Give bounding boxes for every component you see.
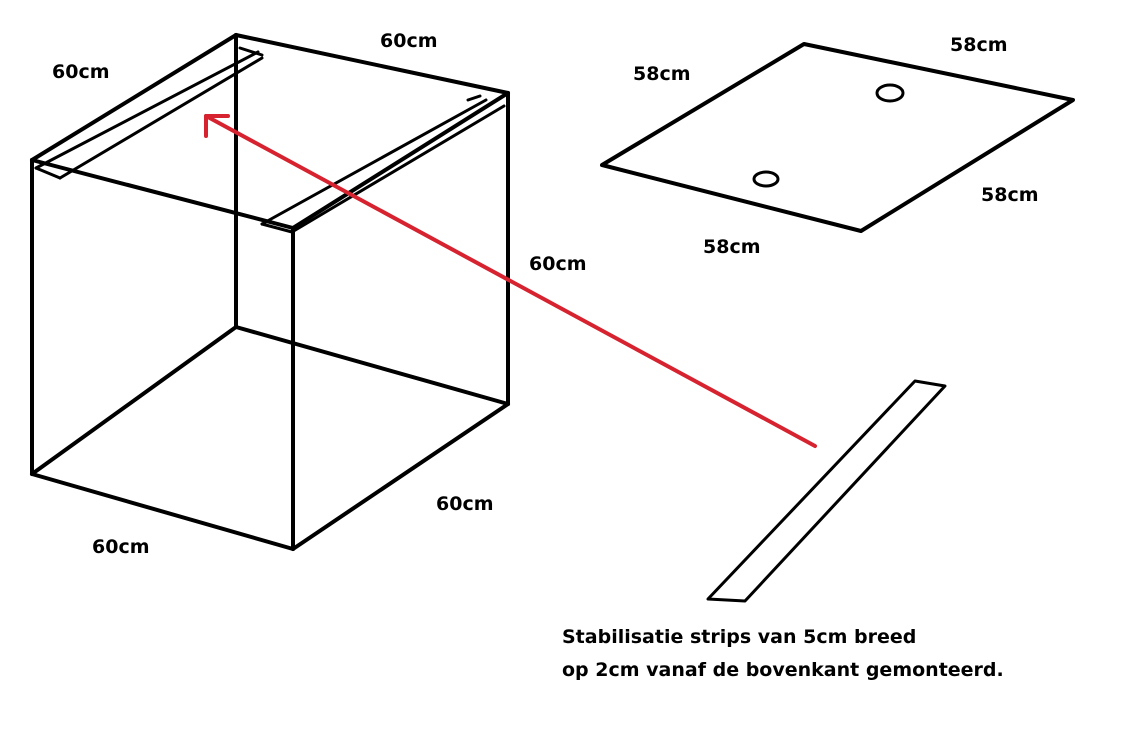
plate-label-bottom-left: 58cm: [703, 236, 761, 258]
box-strip-right: [260, 94, 506, 234]
box-edge-bottom-left: [30, 325, 238, 476]
box-label-right-side: 60cm: [529, 253, 587, 275]
placement-arrow: [204, 114, 817, 448]
box-edge-bottom-right: [291, 402, 510, 551]
plate-outline: [600, 42, 1075, 233]
plate-label-top-left: 58cm: [633, 63, 691, 85]
box-edge-top-right: [291, 91, 510, 230]
box-label-top-back: 60cm: [380, 30, 438, 52]
loose-strip: [706, 379, 947, 603]
note-line-1: Stabilisatie strips van 5cm breed: [562, 626, 916, 648]
strip-left-inner: [58, 56, 264, 180]
box-label-bottom-left: 60cm: [92, 536, 150, 558]
plate-label-top-right: 58cm: [950, 34, 1008, 56]
strip-right-inner: [290, 104, 506, 234]
box-strip-left: [34, 46, 264, 180]
note-line-2: op 2cm vanaf de bovenkant gemonteerd.: [562, 659, 1004, 681]
box-edge-top-back: [234, 33, 510, 95]
box-label-bottom-right: 60cm: [436, 493, 494, 515]
plate-hole-top: [875, 83, 905, 103]
box-drawing: 60cm 60cm 60cm 60cm 60cm: [30, 30, 587, 558]
strip-left-outer: [34, 50, 260, 170]
plate-hole-bottom: [752, 170, 780, 188]
box-edge-bottom-back: [234, 325, 510, 406]
strip-left-end: [34, 166, 62, 180]
strip-right-end: [260, 222, 294, 234]
loose-strip-outline: [706, 379, 947, 603]
strip-right-end-back: [466, 94, 482, 102]
box-edge-bottom-front: [30, 472, 295, 551]
plate-label-bottom-right: 58cm: [981, 184, 1039, 206]
plate-drawing: 58cm 58cm 58cm 58cm: [600, 34, 1075, 258]
box-edge-top-left: [30, 33, 238, 162]
box-edge-top-front: [30, 158, 295, 230]
box-label-top-left: 60cm: [52, 61, 110, 83]
arrow-head: [204, 114, 230, 138]
arrow-shaft: [204, 114, 817, 448]
strip-left-end-back: [238, 46, 264, 57]
strip-right-outer: [260, 98, 488, 226]
